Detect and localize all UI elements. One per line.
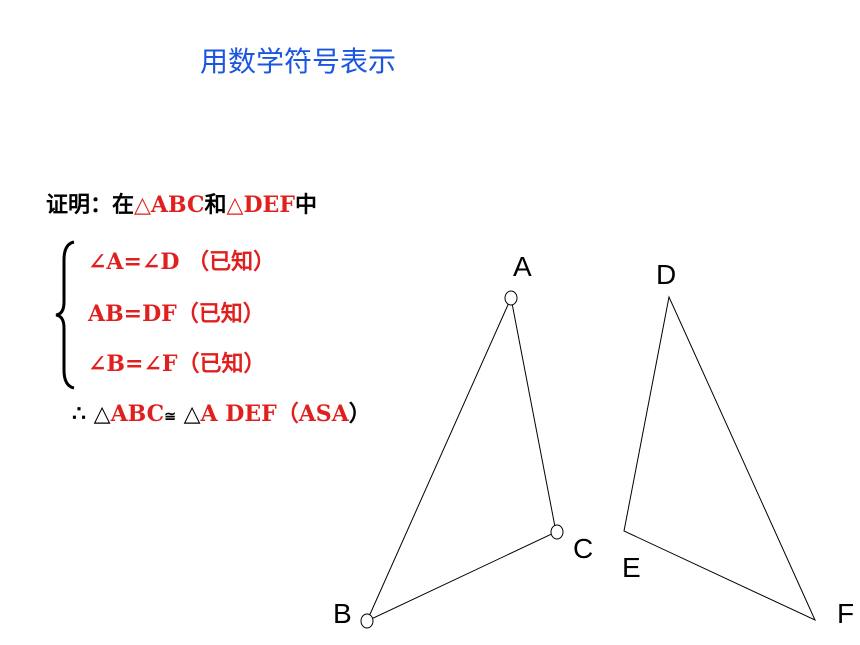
- vertex-c-handle[interactable]: [550, 524, 564, 540]
- equation-1: ∠A=∠D: [88, 249, 180, 275]
- reason-1: （已知）: [187, 249, 276, 275]
- reason-3: （已知）: [177, 351, 266, 377]
- triangle-def: △DEF: [226, 192, 295, 218]
- label-b: B: [333, 598, 352, 629]
- proof-line-1: ∠A=∠D （已知）: [88, 244, 275, 276]
- conclusion-line: ∴ △ABC≅ △A DEF（ASA）: [72, 396, 371, 428]
- reason-open: （: [276, 401, 299, 427]
- conclusion-tri2: A DEF: [200, 401, 277, 427]
- proof-intro: 证明：在△ABC和△DEF中: [46, 187, 317, 219]
- label-a: A: [513, 251, 532, 282]
- and-word: 和: [204, 192, 227, 218]
- vertex-a-handle[interactable]: [504, 290, 518, 306]
- proof-line-2: AB=DF（已知）: [88, 296, 265, 328]
- reason-2: （已知）: [176, 301, 265, 327]
- equation-2: AB=DF: [88, 301, 177, 327]
- intro-prefix: 证明：在: [46, 192, 135, 218]
- label-d: D: [656, 259, 676, 290]
- reason-close: ）: [348, 401, 371, 427]
- in-word: 中: [294, 192, 317, 218]
- congruent-symbol: ≅: [164, 409, 176, 425]
- label-f: F: [837, 598, 854, 629]
- therefore-symbol: ∴: [72, 401, 86, 427]
- equation-3: ∠B=∠F: [88, 351, 178, 377]
- label-c: C: [573, 533, 593, 564]
- triangle-def-shape: [623, 295, 817, 622]
- triangle-symbol-1: △: [93, 401, 111, 427]
- left-brace: [55, 240, 75, 390]
- triangle-symbol-2: △: [183, 401, 201, 427]
- conclusion-reason: ASA: [298, 401, 349, 427]
- conclusion-tri1: ABC: [110, 401, 165, 427]
- triangle-abc-shape: [365, 296, 557, 623]
- page-title: 用数学符号表示: [200, 45, 397, 78]
- label-e: E: [622, 552, 641, 583]
- triangle-abc: △ABC: [134, 192, 205, 218]
- proof-line-3: ∠B=∠F（已知）: [88, 346, 266, 378]
- vertex-b-handle[interactable]: [360, 613, 374, 629]
